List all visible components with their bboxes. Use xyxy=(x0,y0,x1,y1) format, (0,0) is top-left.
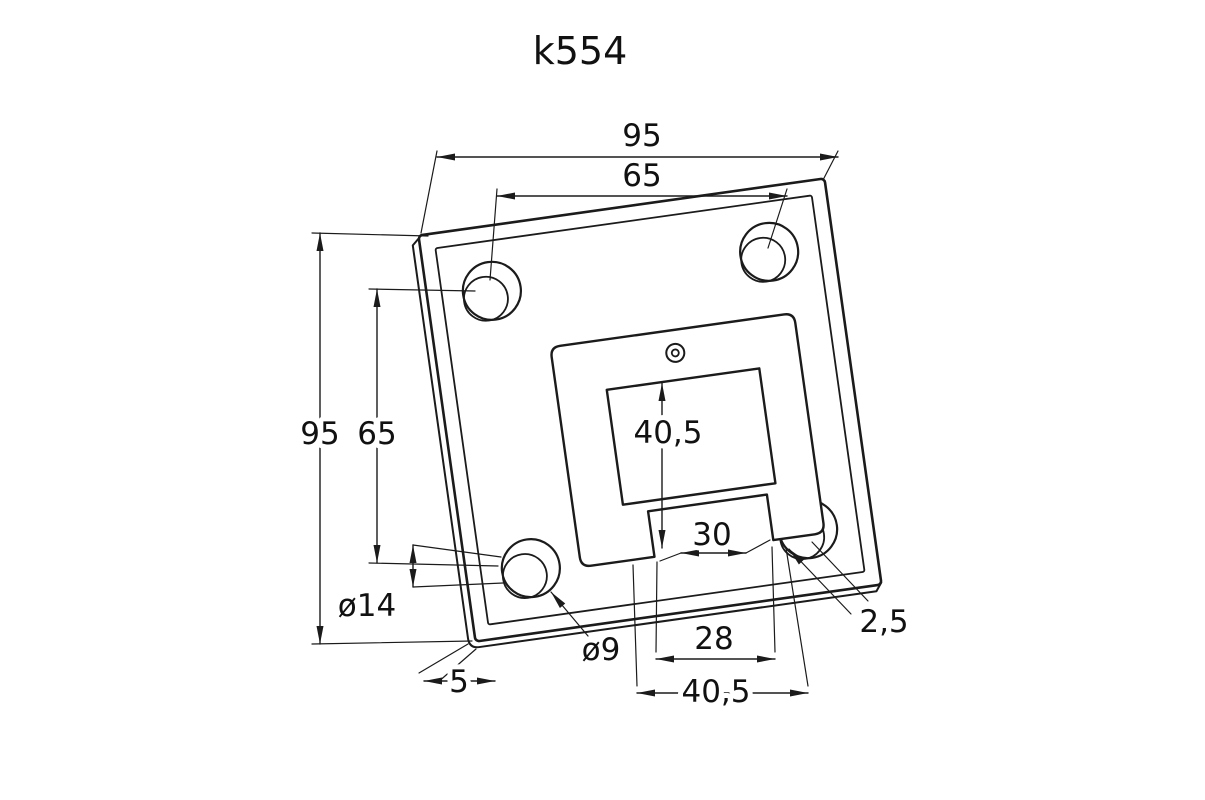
dim-label-plate-width: 95 xyxy=(622,118,661,154)
hole-through-circle xyxy=(463,275,509,322)
plate-face-bevel xyxy=(434,194,866,626)
square-socket xyxy=(550,313,825,568)
extension-line xyxy=(368,288,476,292)
extension-line xyxy=(311,640,473,645)
hole-top-left xyxy=(461,260,522,322)
extension-line xyxy=(771,546,776,653)
hole-top-right xyxy=(739,221,800,283)
extension-line xyxy=(659,552,682,562)
socket-body xyxy=(550,313,825,568)
screw-hole xyxy=(670,348,680,358)
dim-label-notch-width: 28 xyxy=(694,621,733,657)
dim-socket-inner-height: 40,5 xyxy=(628,382,708,549)
extension-line xyxy=(822,150,839,181)
dim-plate-thickness: 5 xyxy=(418,643,496,705)
dim-label-hole-spacing-v: 65 xyxy=(357,416,396,452)
hole-through-circle xyxy=(740,236,787,283)
extension-line xyxy=(412,544,502,558)
drawing-title: k554 xyxy=(533,29,628,73)
plate-outline xyxy=(417,177,883,643)
dim-label-hole-spacing-h: 65 xyxy=(622,158,661,194)
flange-plate xyxy=(411,177,883,649)
leader-line xyxy=(550,591,589,637)
dim-label-socket-inner-width: 40,5 xyxy=(681,674,750,710)
dim-label-wall-thickness: 2,5 xyxy=(859,604,908,640)
hole-through-circle xyxy=(501,553,548,599)
leader-line xyxy=(418,643,469,674)
leader-line xyxy=(811,541,869,602)
dim-hole-spacing-left: 65 xyxy=(352,288,499,567)
hole-bottom-left xyxy=(500,538,561,599)
dim-hole-spacing-top: 65 xyxy=(489,158,788,281)
dim-plate-width-top: 95 xyxy=(420,118,839,234)
dim-wall-thickness: 2,5 xyxy=(788,541,914,645)
dim-label-plate-thickness: 5 xyxy=(449,664,469,700)
dim-label-hole-diameter: ø9 xyxy=(582,632,621,668)
dim-plate-height-left: 95 xyxy=(295,232,473,645)
dim-label-socket-inner-height: 40,5 xyxy=(633,415,702,451)
extension-line xyxy=(632,564,638,687)
dim-label-plate-height: 95 xyxy=(300,416,339,452)
extension-line xyxy=(412,582,504,588)
dim-notch-width: 28 xyxy=(655,546,776,663)
extension-line xyxy=(368,562,499,567)
dim-label-counterbore: ø14 xyxy=(338,588,396,624)
dim-counterbore-diameter: ø14 xyxy=(333,544,504,629)
dim-socket-inner-width: 40,5 xyxy=(632,547,809,715)
leader-line xyxy=(788,548,852,615)
plate-thickness-edge xyxy=(411,235,883,649)
dim-notch-seat: 30 xyxy=(659,512,771,562)
screw-head xyxy=(665,342,686,363)
leader-line xyxy=(436,648,477,684)
extension-line xyxy=(311,232,429,237)
dim-label-notch-seat: 30 xyxy=(692,517,731,553)
extension-line xyxy=(489,188,498,281)
extension-line xyxy=(655,561,658,653)
extension-line xyxy=(785,547,809,687)
dim-hole-diameter: ø9 xyxy=(550,591,625,673)
extension-line xyxy=(745,539,771,554)
extension-line xyxy=(420,150,438,234)
